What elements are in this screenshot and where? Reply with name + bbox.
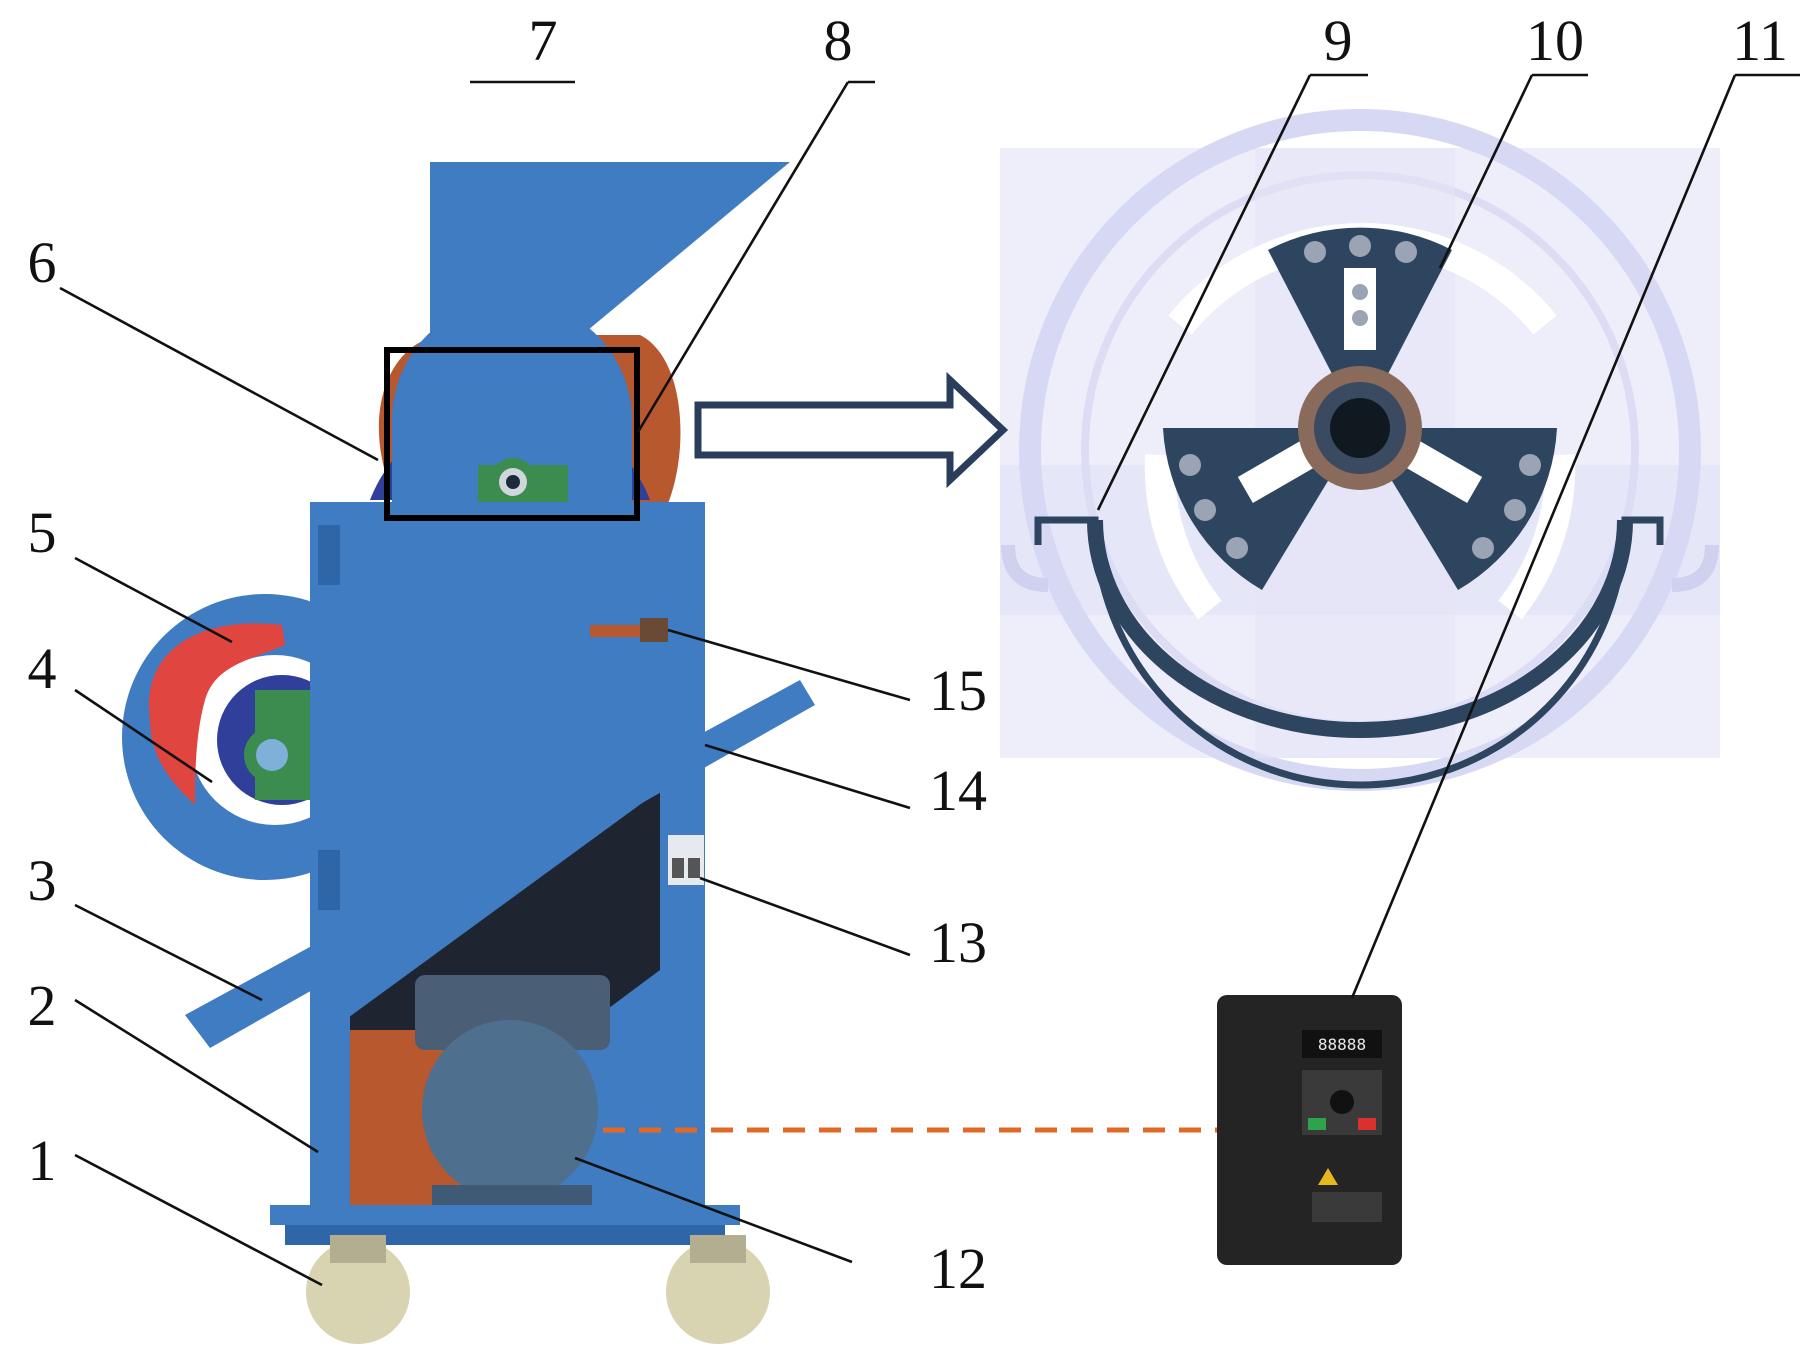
leader-4 <box>74 688 213 784</box>
sieve-screen <box>1087 519 1633 738</box>
leader-6 <box>59 286 379 462</box>
inverter-stop-key <box>1358 1118 1376 1130</box>
detail-side-pipes <box>1001 544 1719 592</box>
callout-9: 9 <box>1324 8 1353 73</box>
leader-11 <box>1350 74 1737 999</box>
rotor-shaft <box>1330 398 1390 458</box>
leader-13 <box>699 876 911 957</box>
leader-3 <box>74 903 263 1002</box>
base-plate <box>270 1205 740 1225</box>
callout-leaders <box>59 73 1800 1287</box>
blade-pin-holes <box>1179 235 1541 559</box>
callout-2: 2 <box>28 973 57 1038</box>
inverter-run-key <box>1308 1118 1326 1130</box>
discharge-chute <box>185 680 815 1048</box>
rotor-track-right <box>1498 454 1576 620</box>
leader-5 <box>74 556 233 644</box>
callout-12: 12 <box>929 1236 987 1301</box>
callout-7: 7 <box>529 8 558 73</box>
leader-10 <box>1438 74 1534 269</box>
leader-8 <box>636 81 850 433</box>
leader-12 <box>574 1156 853 1264</box>
hammer-right <box>1397 437 1483 503</box>
callout-labels: 7 8 9 10 11 6 5 4 3 2 1 15 14 13 12 <box>28 8 1788 1301</box>
detail-outer-ring <box>1019 109 1701 791</box>
leader-1 <box>74 1153 323 1287</box>
hammer-top <box>1344 268 1376 350</box>
feed-hopper <box>430 162 790 345</box>
callout-11: 11 <box>1732 8 1788 73</box>
door-latch <box>640 618 668 642</box>
callout-8: 8 <box>824 8 853 73</box>
motor <box>422 1020 598 1200</box>
callout-13: 13 <box>929 910 987 975</box>
frequency-inverter: 88888 <box>1217 995 1402 1265</box>
callout-5: 5 <box>28 500 57 565</box>
detail-frame <box>384 347 640 521</box>
rotor-detail-view <box>1000 109 1720 791</box>
inverter-knob <box>1330 1090 1354 1114</box>
callout-3: 3 <box>28 848 57 913</box>
caster-wheel-right <box>666 1240 770 1344</box>
hollow-right-arrow-icon <box>694 371 1009 489</box>
callout-14: 14 <box>929 758 987 823</box>
leader-9 <box>1096 74 1312 511</box>
callout-1: 1 <box>28 1128 57 1193</box>
hinge-top <box>318 525 340 585</box>
rotor-track-left <box>1144 454 1222 620</box>
base-frame <box>285 1225 725 1245</box>
warning-triangle-icon <box>1318 1168 1338 1185</box>
caster-wheel-left <box>306 1240 410 1344</box>
grinder-machine <box>122 162 815 1344</box>
motor-cover <box>415 975 610 1050</box>
door-latch-bar <box>590 625 645 637</box>
inverter-digits: 88888 <box>1318 1035 1366 1054</box>
leader-14 <box>704 743 911 810</box>
leader-2 <box>74 998 319 1154</box>
inverter-display <box>1302 1030 1382 1058</box>
callout-4: 4 <box>28 636 57 701</box>
detail-screen-frame <box>1034 516 1664 789</box>
callout-10: 10 <box>1526 8 1584 73</box>
callout-15: 15 <box>929 658 987 723</box>
callout-6: 6 <box>28 230 57 295</box>
inverter-warning-label <box>1312 1192 1382 1222</box>
hammer-left <box>1237 437 1323 503</box>
front-leg-left <box>310 960 350 1205</box>
motor-mount <box>432 1185 592 1205</box>
rotor-hammer-assembly <box>1163 227 1557 590</box>
pulley-guard <box>148 623 285 805</box>
leader-15 <box>667 628 911 702</box>
hinge-bottom <box>318 850 340 910</box>
